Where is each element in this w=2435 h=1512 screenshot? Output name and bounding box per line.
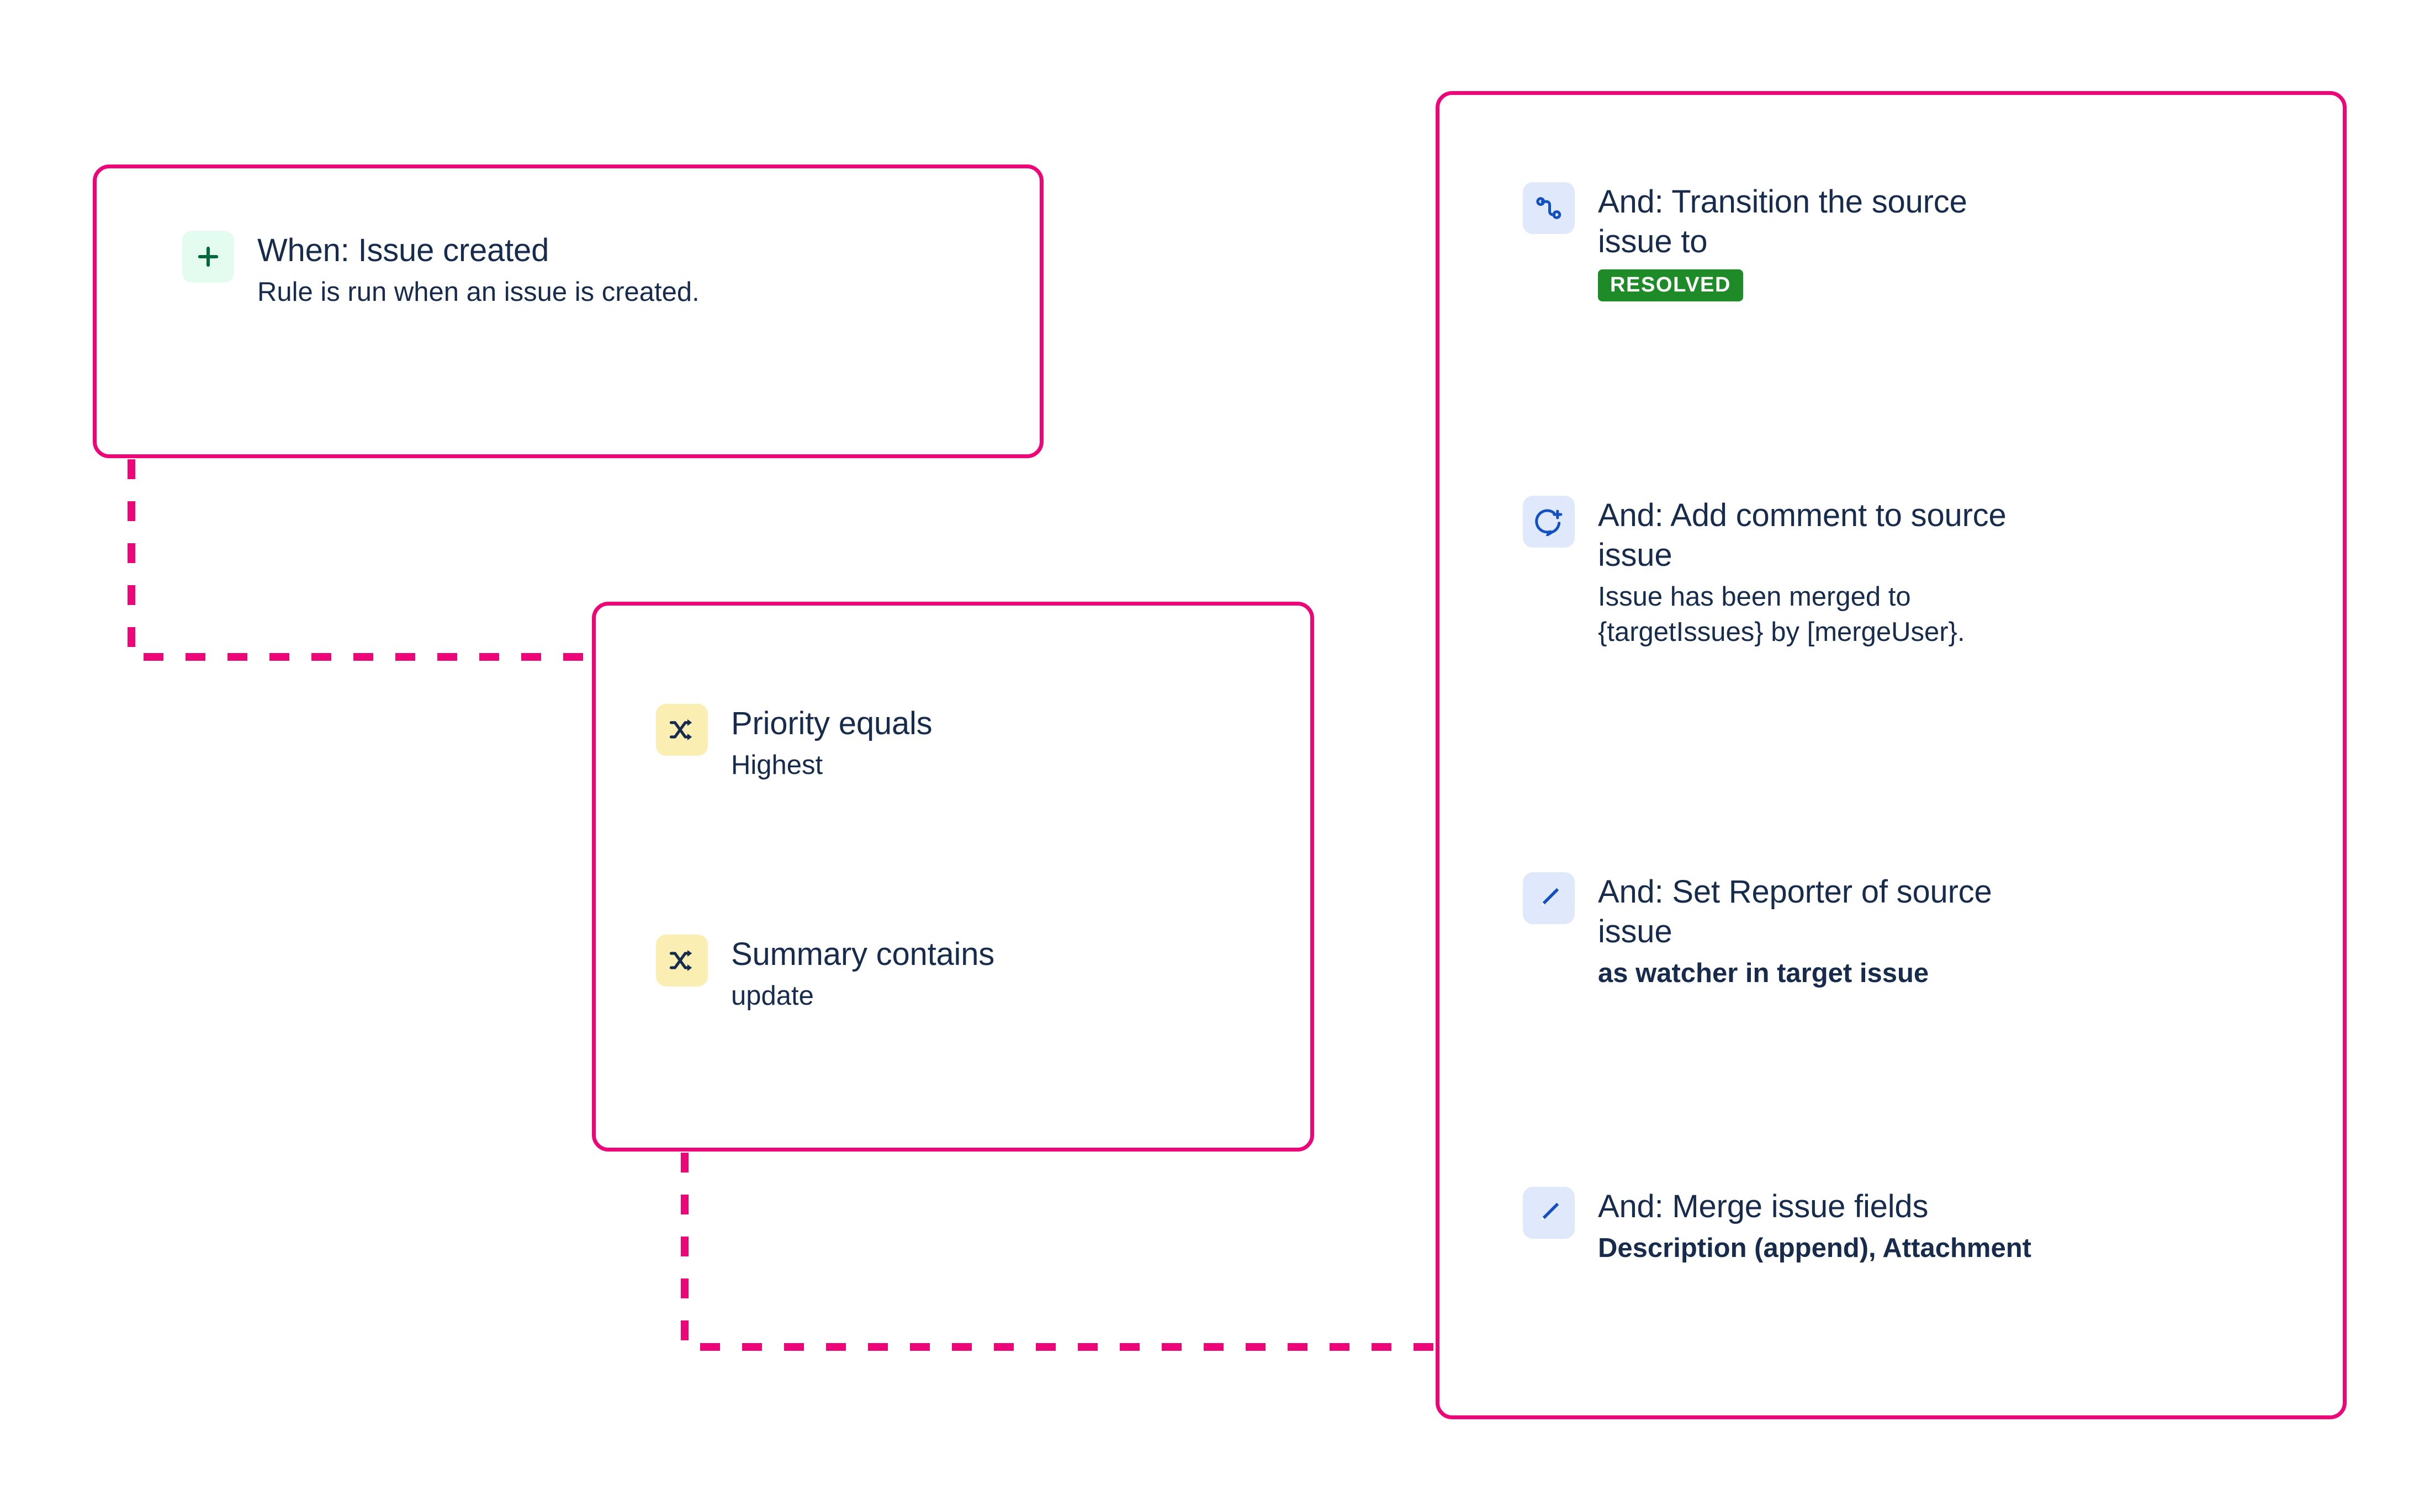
status-badge-resolved: RESOLVED (1598, 269, 1744, 301)
condition-row-summary[interactable]: Summary contains update (656, 935, 1283, 1014)
action-row-add-comment[interactable]: And: Add comment to source issue Issue h… (1523, 496, 2321, 650)
trigger-subtitle: Rule is run when an issue is created. (257, 277, 700, 307)
add-comment-icon (1523, 496, 1575, 548)
condition-title: Priority equals (731, 705, 933, 741)
plus-icon (182, 231, 234, 283)
shuffle-icon (656, 935, 708, 986)
trigger-title: When: Issue created (257, 232, 549, 268)
action-title: And: Merge issue fields (1598, 1189, 1929, 1224)
action-subtitle: Description (append), Attachment (1598, 1233, 2031, 1263)
connector-conditions-to-actions (681, 1153, 1541, 1351)
shuffle-icon (656, 704, 708, 756)
trigger-row[interactable]: When: Issue created Rule is run when an … (182, 231, 809, 310)
pencil-icon (1523, 872, 1575, 924)
actions-card[interactable] (1436, 91, 2347, 1419)
action-title: And: Set Reporter of source issue (1598, 874, 1992, 949)
pencil-icon (1523, 1187, 1575, 1239)
conditions-card[interactable] (592, 602, 1314, 1152)
condition-subtitle: update (731, 980, 814, 1011)
action-subtitle: as watcher in target issue (1598, 958, 1929, 988)
trigger-card[interactable] (93, 165, 1044, 458)
action-subtitle: Issue has been merged to {targetIssues} … (1598, 581, 1965, 647)
condition-row-priority[interactable]: Priority equals Highest (656, 704, 1283, 783)
transition-icon (1523, 182, 1575, 234)
action-title: And: Add comment to source issue (1598, 497, 2007, 573)
action-row-merge-fields[interactable]: And: Merge issue fields Description (app… (1523, 1187, 2321, 1266)
action-row-set-reporter[interactable]: And: Set Reporter of source issue as wat… (1523, 872, 2321, 991)
action-row-transition[interactable]: And: Transition the source issue to RESO… (1523, 182, 2321, 301)
condition-subtitle: Highest (731, 750, 823, 780)
condition-title: Summary contains (731, 936, 995, 972)
action-title: And: Transition the source issue to (1598, 184, 1967, 259)
